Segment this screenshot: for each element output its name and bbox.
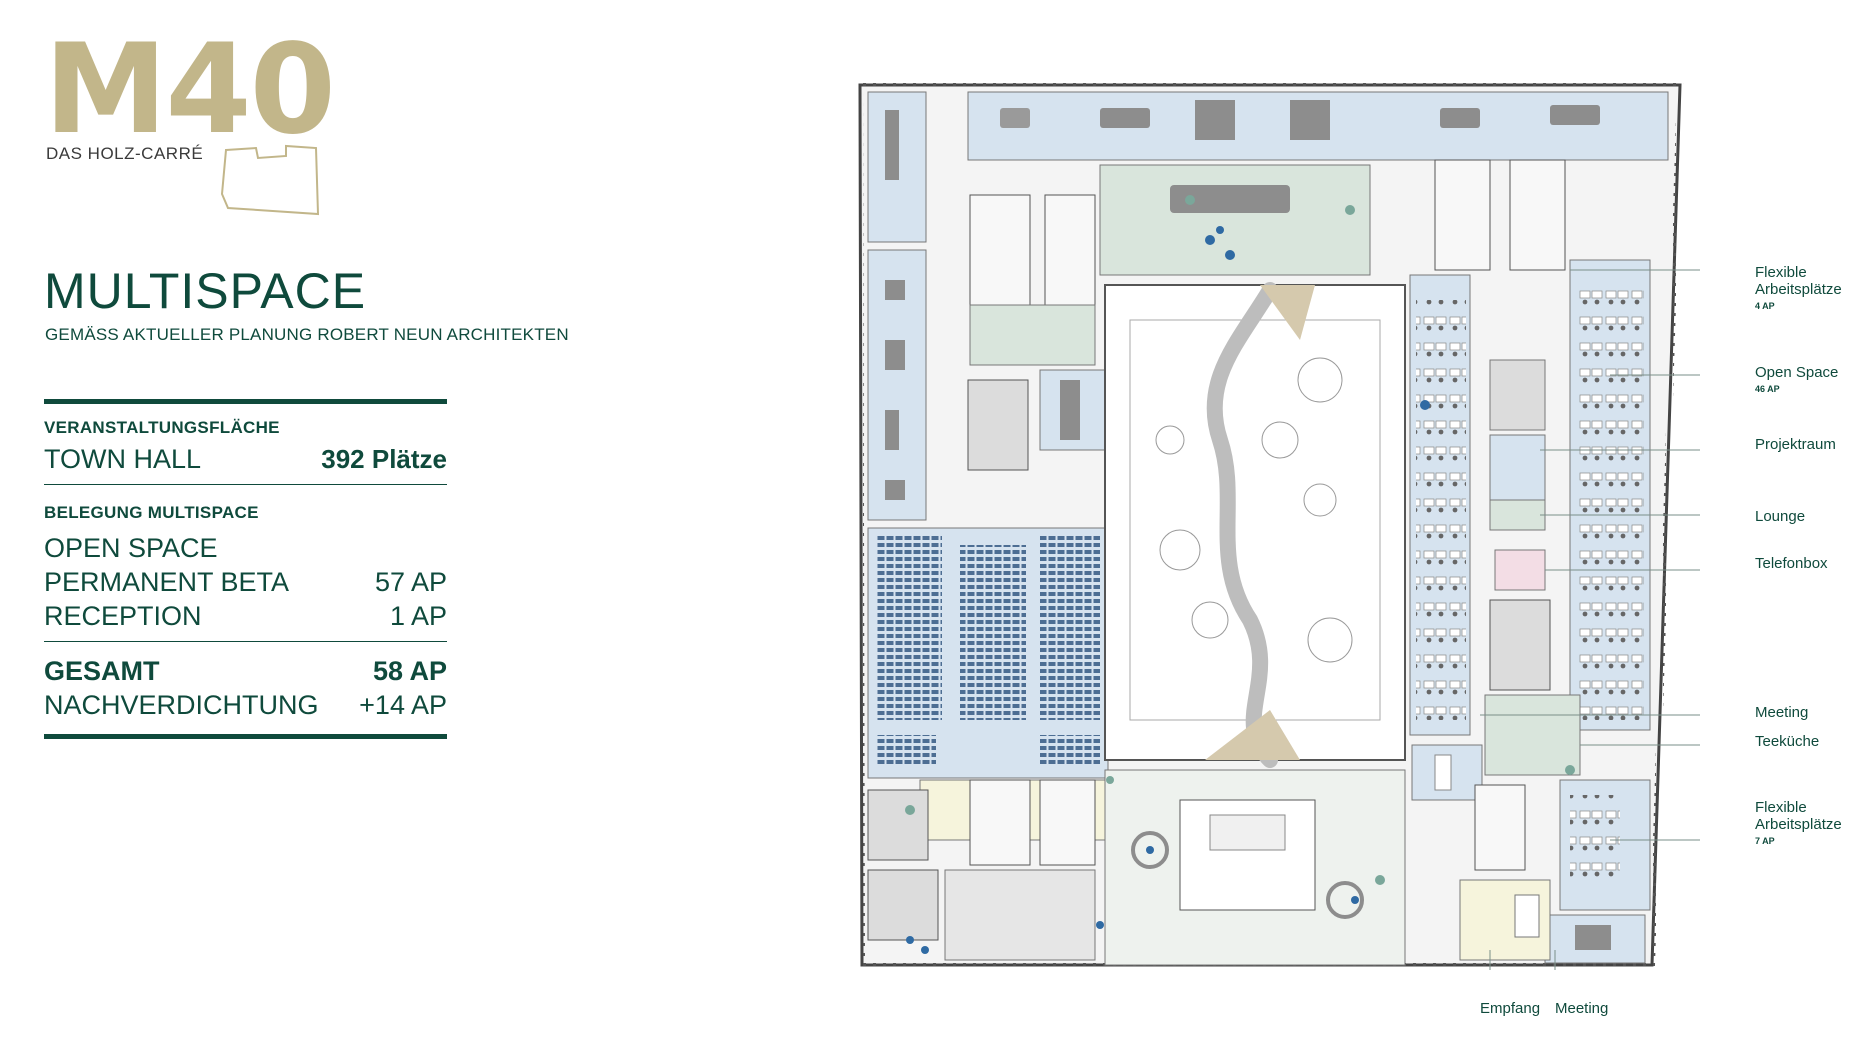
kitchen	[867, 869, 939, 941]
lounge-area	[944, 869, 1096, 961]
lounge-area	[1489, 499, 1546, 531]
densify-label: NACHVERDICHTUNG	[44, 690, 319, 720]
occupancy-label: PERMANENT BETA	[44, 567, 290, 597]
stair-core	[1474, 784, 1526, 871]
occupancy-row: PERMANENT BETA 57 AP	[44, 565, 447, 599]
wc-core	[867, 789, 929, 861]
page-subtitle: GEMÄSS AKTUELLER PLANUNG ROBERT NEUN ARC…	[45, 325, 569, 344]
occupancy-heading: BELEGUNG MULTISPACE	[44, 503, 259, 522]
callout-empfang: Empfang	[1480, 1000, 1540, 1017]
stair-core	[1039, 779, 1096, 866]
divider	[44, 484, 447, 485]
callout-lounge: Lounge	[1755, 508, 1805, 525]
total-row: GESAMT 58 AP	[44, 654, 447, 688]
callout-telefonbox: Telefonbox	[1755, 555, 1828, 572]
stair-core	[969, 194, 1031, 306]
occupancy-row: RECEPTION 1 AP	[44, 599, 447, 633]
logo: M40 DAS HOLZ-CARRÉ	[44, 18, 336, 216]
floor-plan	[856, 82, 1700, 970]
wc-core	[1489, 599, 1551, 691]
divider	[44, 641, 447, 642]
occupancy-row: OPEN SPACE	[44, 531, 447, 565]
occupancy-value: 57 AP	[374, 567, 447, 597]
callout-text: Meeting	[1555, 1000, 1609, 1017]
teekueche	[1484, 694, 1581, 776]
callout-meeting-right: Meeting	[1755, 704, 1808, 721]
lounge-area	[969, 304, 1096, 366]
callout-text: Lounge	[1755, 508, 1806, 525]
stair-core	[1044, 194, 1096, 306]
callout-text: Telefonbox	[1755, 555, 1828, 572]
callout-projektraum: Projektraum	[1755, 436, 1836, 453]
divider	[44, 399, 447, 404]
lounge-area	[1489, 434, 1546, 501]
telefonbox	[1494, 549, 1546, 591]
event-area-row: TOWN HALL 392 Plätze	[44, 442, 447, 476]
callout-text: Teeküche	[1755, 733, 1820, 750]
event-area-value: 392 Plätze	[321, 444, 447, 474]
occupancy-label: OPEN SPACE	[44, 533, 218, 563]
callout-teekueche: Teeküche	[1755, 733, 1819, 750]
page-title: MULTISPACE	[44, 263, 367, 319]
callout-count: 4 AP	[1755, 301, 1775, 311]
occupancy-label: RECEPTION	[44, 601, 202, 631]
callout-open-space: Open Space 46 AP	[1755, 364, 1838, 398]
stair-core	[1509, 159, 1566, 271]
summary-table: VERANSTALTUNGSFLÄCHE TOWN HALL 392 Plätz…	[44, 399, 447, 739]
occupancy-value: 1 AP	[389, 601, 447, 631]
densify-row: NACHVERDICHTUNG +14 AP	[44, 688, 447, 722]
total-label: GESAMT	[44, 656, 160, 686]
callout-meeting-bottom: Meeting	[1555, 1000, 1608, 1017]
stair-core	[969, 779, 1031, 866]
lounge-area	[1099, 164, 1371, 276]
callout-count: 7 AP	[1755, 836, 1775, 846]
logo-subtitle: DAS HOLZ-CARRÉ	[46, 144, 204, 163]
callout-text: Flexible	[1755, 264, 1807, 281]
densify-value: +14 AP	[359, 690, 447, 720]
callout-text: Meeting	[1755, 704, 1809, 721]
callout-text: Projektraum	[1755, 436, 1836, 453]
callout-count: 46 AP	[1755, 384, 1780, 394]
callout-text: Arbeitsplätze	[1755, 816, 1842, 833]
event-area-heading: VERANSTALTUNGSFLÄCHE	[44, 418, 280, 437]
callout-flexible-workplaces-2: Flexible Arbeitsplätze 7 AP	[1755, 799, 1842, 850]
total-value: 58 AP	[372, 656, 447, 686]
callout-text: Empfang	[1480, 1000, 1541, 1017]
wc-core	[967, 379, 1029, 471]
projektraum	[1489, 359, 1546, 431]
callout-text: Open Space	[1755, 364, 1839, 381]
callout-flexible-workplaces-1: Flexible Arbeitsplätze 4 AP	[1755, 264, 1842, 315]
stair-core	[1434, 159, 1491, 271]
divider	[44, 734, 447, 739]
callout-text: Flexible	[1755, 799, 1807, 816]
callout-text: Arbeitsplätze	[1755, 281, 1842, 298]
logo-mark: M40	[44, 18, 336, 162]
building-outline-icon	[220, 144, 320, 216]
meeting-room	[867, 249, 927, 521]
event-area-label: TOWN HALL	[44, 444, 202, 474]
